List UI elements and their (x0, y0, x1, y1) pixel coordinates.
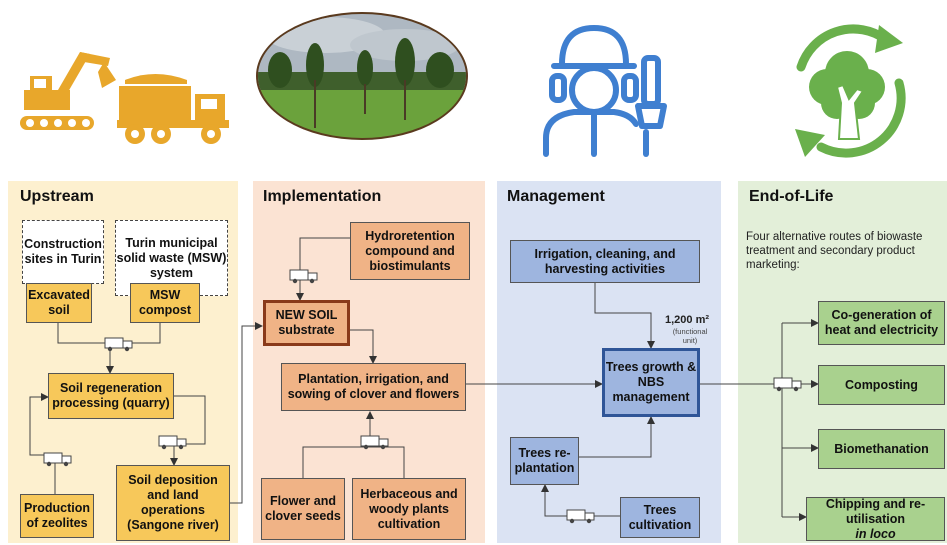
flower-seeds-box: Flower and clover seeds (261, 478, 345, 540)
new-soil-box: NEW SOIL substrate (263, 300, 350, 346)
plantation-box: Plantation, irrigation, and sowing of cl… (281, 363, 466, 411)
tree-recycle-icon (795, 24, 906, 158)
area-value: 1,200 m² (665, 314, 710, 326)
truck-icon (43, 452, 72, 467)
truck-icon (360, 435, 389, 450)
truck-icon (117, 74, 229, 144)
trees-growth-box: Trees growth & NBS management (602, 348, 700, 417)
soil-deposition-box: Soil deposition and land operations (San… (116, 465, 230, 541)
end-of-life-panel (738, 181, 947, 543)
biomethanation-box: Biomethanation (818, 429, 945, 469)
cogeneration-box: Co-generation of heat and electricity (818, 301, 945, 345)
end-of-life-title: End-of-Life (749, 188, 834, 205)
trees-replantation-box: Trees re-plantation (510, 437, 579, 485)
irrigation-box: Irrigation, cleaning, and harvesting act… (510, 240, 700, 283)
truck-icon (104, 337, 133, 352)
composting-box: Composting (818, 365, 945, 405)
soil-regeneration-box: Soil regeneration processing (quarry) (48, 373, 174, 419)
upstream-title: Upstream (20, 188, 94, 205)
construction-sites-box: Construction sites in Turin (22, 220, 104, 284)
chipping-label: Chipping and re-utilisation (825, 496, 926, 526)
landscape-photo (256, 12, 468, 140)
truck-icon (289, 269, 318, 284)
functional-unit-label: (functional unit) (672, 327, 708, 345)
production-zeolites-box: Production of zeolites (20, 494, 94, 538)
excavated-soil-box: Excavated soil (26, 283, 92, 323)
excavator-icon (20, 52, 116, 130)
msw-compost-box: MSW compost (130, 283, 200, 323)
truck-icon (566, 509, 595, 524)
truck-icon (158, 435, 187, 450)
chipping-italic-label: in loco (855, 526, 896, 541)
end-of-life-description: Four alternative routes of biowaste trea… (746, 231, 923, 271)
trees-cultivation-box: Trees cultivation (620, 497, 700, 538)
management-title: Management (507, 188, 605, 205)
truck-icon (773, 377, 802, 392)
worker-icon (543, 25, 667, 157)
herbaceous-box: Herbaceous and woody plants cultivation (352, 478, 466, 540)
implementation-title: Implementation (263, 188, 382, 205)
hydroretention-box: Hydroretention compound and biostimulant… (350, 222, 470, 280)
chipping-box: Chipping and re-utilisation in loco (806, 497, 945, 541)
